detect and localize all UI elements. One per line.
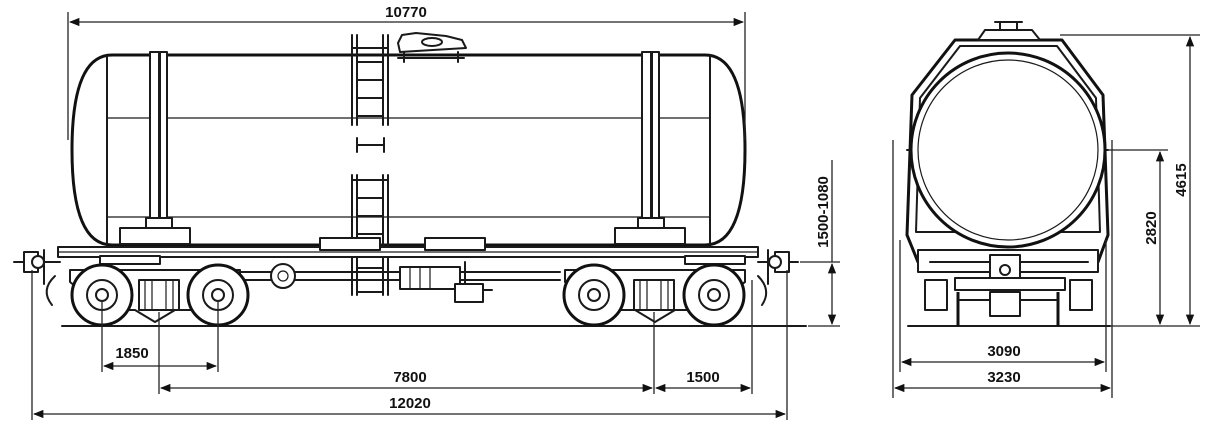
ladder-lower (351, 174, 389, 296)
dim-width-outer: 3230 (987, 369, 1020, 386)
top-hatch (397, 32, 467, 63)
side-dimensions: 10770 1500-1080 1850 7800 1500 (31, 4, 840, 420)
bogie-left (69, 263, 250, 327)
dim-width-inner: 3090 (987, 343, 1020, 360)
dim-total-length: 12020 (389, 395, 431, 412)
tank-body (70, 53, 747, 247)
dim-tank-length: 10770 (385, 4, 427, 21)
dim-coupling-height: 1500-1080 (815, 176, 832, 248)
bogie-right (562, 263, 746, 327)
tank-cross-section (909, 51, 1107, 249)
underframe (57, 227, 759, 303)
dim-overhang: 1500 (686, 369, 719, 386)
dim-tank-axis-height: 2820 (1143, 211, 1160, 244)
tank-straps (145, 51, 665, 229)
end-view: 4615 2820 3090 3230 (892, 21, 1200, 398)
end-dimensions: 4615 2820 3090 3230 (892, 34, 1200, 398)
wheel (682, 263, 746, 327)
coupler-right (757, 249, 799, 306)
side-view: 10770 1500-1080 1850 7800 1500 (13, 4, 840, 420)
wheel (562, 263, 626, 327)
coupler-left (13, 249, 61, 306)
dim-bogie-wheelbase: 1850 (115, 345, 148, 362)
dim-total-height: 4615 (1173, 163, 1190, 196)
dim-bogie-centers: 7800 (393, 369, 426, 386)
ladder-upper (351, 34, 389, 153)
